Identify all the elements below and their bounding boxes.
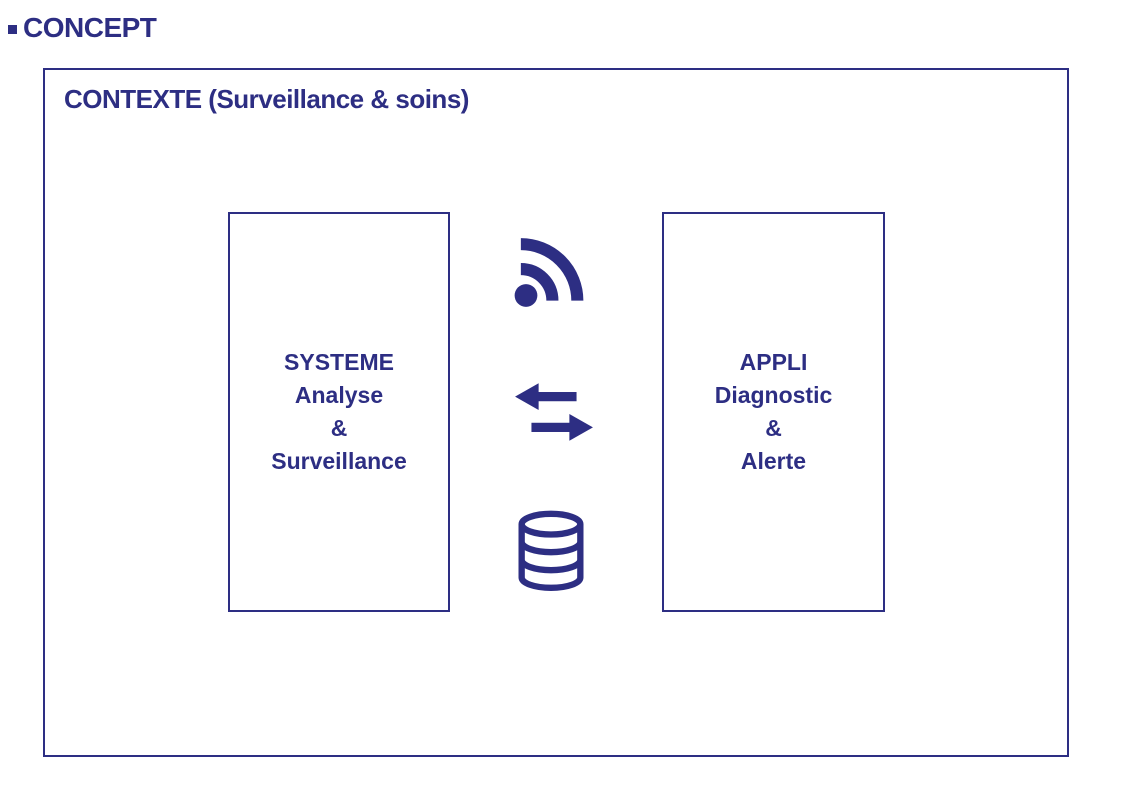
context-box: CONTEXTE (Surveillance & soins): [43, 68, 1069, 757]
system-node-line: Surveillance: [271, 448, 407, 474]
transfer-arrows-icon: [513, 381, 595, 443]
page-title: CONCEPT: [23, 12, 157, 43]
system-node-line: &: [330, 415, 348, 441]
square-bullet-icon: [8, 25, 17, 34]
app-node-title: APPLI: [739, 349, 808, 375]
context-title: CONTEXTE (Surveillance & soins): [64, 84, 469, 114]
wifi-signal-icon: [503, 228, 593, 316]
system-node: SYSTEME Analyse & Surveillance: [228, 212, 450, 612]
system-node-line: Analyse: [294, 382, 384, 408]
app-node-line: &: [765, 415, 782, 441]
app-node-line: Alerte: [740, 448, 807, 474]
app-node-line: Diagnostic: [714, 382, 833, 408]
system-node-title: SYSTEME: [284, 349, 394, 375]
database-icon: [511, 508, 591, 594]
app-node: APPLI Diagnostic & Alerte: [662, 212, 885, 612]
